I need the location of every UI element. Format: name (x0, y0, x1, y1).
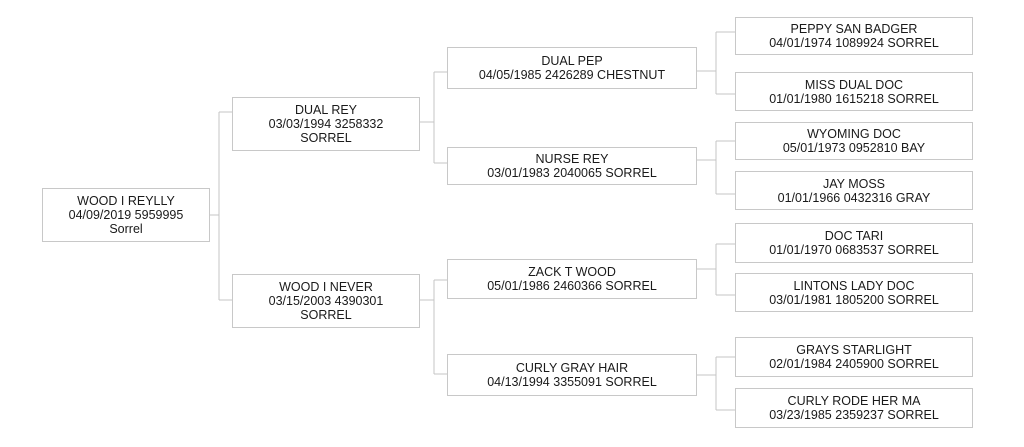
pedigree-box-ggp-2: MISS DUAL DOC 01/01/1980 1615218 SORREL (735, 72, 973, 111)
pedigree-box-ggp-4: JAY MOSS 01/01/1966 0432316 GRAY (735, 171, 973, 210)
horse-name: DUAL REY (294, 103, 358, 117)
pedigree-box-subject: WOOD I REYLLY 04/09/2019 5959995 Sorrel (42, 188, 210, 242)
horse-info: 04/05/1985 2426289 CHESTNUT (478, 68, 666, 82)
horse-info: 04/13/1994 3355091 SORREL (487, 375, 657, 389)
pedigree-box-ggp-8: CURLY RODE HER MA 03/23/1985 2359237 SOR… (735, 388, 973, 428)
horse-info: 05/01/1973 0952810 BAY (782, 141, 926, 155)
horse-name: WOOD I REYLLY (77, 194, 175, 208)
pedigree-box-ggp-3: WYOMING DOC 05/01/1973 0952810 BAY (735, 122, 973, 160)
horse-name: MISS DUAL DOC (804, 77, 904, 92)
horse-info: 03/01/1983 2040065 SORREL (487, 166, 657, 180)
pedigree-box-sire-dam: NURSE REY 03/01/1983 2040065 SORREL (447, 147, 697, 185)
horse-info: 01/01/1980 1615218 SORREL (769, 91, 939, 106)
horse-info: 05/01/1986 2460366 SORREL (487, 279, 657, 293)
horse-name: GRAYS STARLIGHT (796, 343, 912, 357)
horse-name: WOOD I NEVER (279, 280, 373, 294)
horse-name: CURLY RODE HER MA (787, 394, 921, 408)
horse-name: ZACK T WOOD (528, 265, 616, 279)
horse-name: JAY MOSS (822, 176, 886, 191)
horse-info: 03/03/1994 3258332 (268, 117, 384, 131)
pedigree-box-ggp-6: LINTONS LADY DOC 03/01/1981 1805200 SORR… (735, 273, 973, 312)
pedigree-box-dam-sire: ZACK T WOOD 05/01/1986 2460366 SORREL (447, 259, 697, 299)
horse-color: Sorrel (109, 222, 143, 236)
horse-color: SORREL (300, 308, 352, 322)
pedigree-box-ggp-1: PEPPY SAN BADGER 04/01/1974 1089924 SORR… (735, 17, 973, 55)
horse-color: SORREL (300, 131, 352, 145)
horse-info: 03/15/2003 4390301 (268, 294, 384, 308)
pedigree-box-dam-dam: CURLY GRAY HAIR 04/13/1994 3355091 SORRE… (447, 354, 697, 396)
horse-name: DUAL PEP (541, 54, 603, 68)
horse-info: 03/23/1985 2359237 SORREL (769, 408, 939, 422)
horse-info: 03/01/1981 1805200 SORREL (769, 292, 939, 307)
horse-info: 04/09/2019 5959995 (68, 208, 184, 222)
pedigree-box-sire: DUAL REY 03/03/1994 3258332 SORREL (232, 97, 420, 151)
pedigree-box-dam: WOOD I NEVER 03/15/2003 4390301 SORREL (232, 274, 420, 328)
horse-name: CURLY GRAY HAIR (515, 361, 629, 375)
horse-name: LINTONS LADY DOC (793, 278, 915, 293)
horse-name: WYOMING DOC (807, 127, 901, 141)
horse-name: PEPPY SAN BADGER (790, 22, 918, 36)
horse-name: NURSE REY (535, 152, 609, 166)
horse-info: 01/01/1966 0432316 GRAY (777, 190, 931, 205)
horse-info: 02/01/1984 2405900 SORREL (769, 357, 939, 371)
horse-info: 01/01/1970 0683537 SORREL (769, 243, 939, 257)
pedigree-box-sire-sire: DUAL PEP 04/05/1985 2426289 CHESTNUT (447, 47, 697, 89)
horse-info: 04/01/1974 1089924 SORREL (769, 36, 939, 50)
pedigree-box-ggp-5: DOC TARI 01/01/1970 0683537 SORREL (735, 223, 973, 263)
horse-name: DOC TARI (824, 229, 884, 243)
pedigree-box-ggp-7: GRAYS STARLIGHT 02/01/1984 2405900 SORRE… (735, 337, 973, 377)
